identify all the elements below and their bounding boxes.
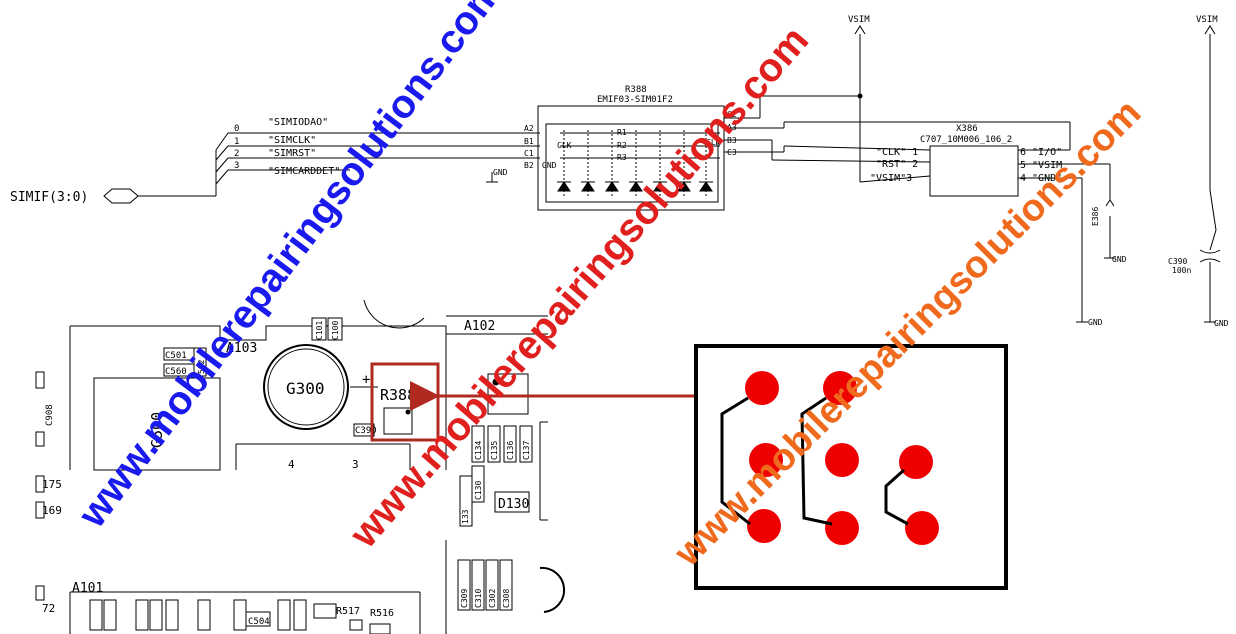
r516-label: R516 — [370, 608, 394, 619]
pad-6 — [747, 509, 781, 543]
x386-pin-4: 4 "GND" — [1020, 173, 1062, 184]
gnd-label-left: GND — [493, 168, 508, 177]
a103-label: A103 — [226, 341, 257, 356]
d130-label: D130 — [498, 497, 529, 512]
c310-label: C310 — [474, 589, 483, 608]
c308-label: C308 — [502, 589, 511, 608]
c908-label: C908 — [45, 404, 55, 426]
gnd-label-c390: GND — [1214, 319, 1229, 328]
e386-label: E386 — [1091, 207, 1100, 226]
g300-label: G300 — [286, 379, 325, 398]
vsim-label-right: VSIM — [1196, 15, 1218, 25]
pads — [745, 371, 939, 545]
schematic-labels: SIMIF(3:0) 0 1 2 3 "SIMIODAO" "SIMCLK" "… — [10, 15, 1229, 328]
pcb-small-parts — [89, 425, 533, 631]
a102-label: A102 — [464, 319, 495, 334]
r388-pin-c1: C1 — [524, 149, 534, 158]
r388-part: EMIF03-SIM01F2 — [597, 95, 673, 105]
bus-index-2: 2 — [234, 149, 239, 159]
diode-array — [557, 181, 713, 192]
r388-pin-b2: B2 — [524, 161, 534, 170]
pcb-num-4: 4 — [288, 458, 295, 471]
c100-label: C100 — [331, 321, 340, 340]
x386-pin-2: "RST" 2 — [876, 159, 918, 170]
pad-3 — [749, 443, 783, 477]
r388-pcb-label: R388 — [380, 386, 416, 404]
x386-ref: X386 — [956, 124, 978, 134]
r388-ref: R388 — [625, 85, 647, 95]
pad-7 — [825, 511, 859, 545]
c390-value: 100n — [1172, 266, 1191, 275]
bus-index-1: 1 — [234, 137, 239, 147]
c130-label: C130 — [474, 481, 483, 500]
c133-label: 133 — [461, 509, 470, 524]
g500-label: G500 — [148, 412, 166, 448]
g300-outer-ring — [263, 344, 349, 430]
r517-label: R517 — [336, 606, 360, 617]
r388-inner-clk-left: CLK — [557, 141, 572, 150]
net-simiodao: "SIMIODAO" — [268, 117, 328, 128]
schematic — [103, 25, 1221, 323]
x386-pin-3: "VSIM"3 — [870, 173, 912, 184]
x386-pin-5: 5 "VSIM — [1020, 160, 1062, 171]
pcb-num-3: 3 — [352, 458, 359, 471]
net-simcarddet: "SIMCARDDET" — [268, 166, 340, 177]
r388-pin-b3: B3 — [727, 136, 737, 145]
c302-label: C302 — [488, 589, 497, 608]
x386-chip — [929, 145, 1019, 197]
x386-pin-6: 6 "I/O" — [1020, 147, 1062, 158]
c137-label: C137 — [522, 441, 531, 460]
c502-label: 502 — [197, 359, 206, 374]
r388-zoom-view — [694, 344, 1008, 590]
gnd-label-x386: GND — [1088, 318, 1103, 327]
r388-inner-r3: R3 — [617, 153, 627, 162]
bus-connector-symbol — [103, 188, 139, 204]
r388-pin-c2: C2 — [727, 110, 737, 119]
r388-pin-c3: C3 — [727, 148, 737, 157]
r388-pin-gnd: GND — [542, 161, 557, 170]
gnd-label-e386: GND — [1112, 255, 1127, 264]
c390-pcb-label: C390 — [355, 426, 377, 436]
vsim-label-left: VSIM — [848, 15, 870, 25]
x386-part: C707_10M006_106_2 — [920, 135, 1012, 145]
c560-label: C560 — [165, 367, 187, 377]
pcb-labels: A103 A102 A101 G300 G500 R388 C501 C560 … — [42, 319, 531, 627]
r388-inner-r1: R1 — [617, 128, 627, 137]
bus-label: SIMIF(3:0) — [10, 190, 88, 205]
c136-label: C136 — [506, 441, 515, 460]
c134-label: C134 — [474, 441, 483, 460]
c309-label: C309 — [460, 589, 469, 608]
net-simclk: "SIMCLK" — [268, 135, 316, 146]
c501-label: C501 — [165, 351, 187, 361]
c72-label: 72 — [42, 602, 55, 615]
plus-label: + — [362, 372, 370, 388]
pad-5 — [899, 445, 933, 479]
pad-traces — [720, 396, 909, 526]
pad-1 — [745, 371, 779, 405]
r388-inner-r2: R2 — [617, 141, 627, 150]
a101-label: A101 — [72, 581, 103, 596]
x386-pin-1: "CLK" 1 — [876, 147, 918, 158]
net-simrst: "SIMRST" — [268, 148, 316, 159]
c169-label: 169 — [42, 504, 62, 517]
r388-pin-a3: A3 — [727, 123, 737, 132]
c504-label: C504 — [248, 617, 270, 627]
c175-label: 175 — [42, 478, 62, 491]
r388-chip — [537, 105, 725, 211]
c135-label: C135 — [490, 441, 499, 460]
pad-8 — [905, 511, 939, 545]
r388-pin-b1: B1 — [524, 137, 534, 146]
bus-index-0: 0 — [234, 124, 239, 134]
pcb-layout — [35, 299, 566, 634]
c101-label: C101 — [315, 321, 324, 340]
c390-ref: C390 — [1168, 257, 1187, 266]
pad-4 — [825, 443, 859, 477]
pad-2 — [823, 371, 857, 405]
bus-index-3: 3 — [234, 161, 239, 171]
r388-inner-clk-right: CLK — [706, 138, 721, 147]
r388-pin-a2: A2 — [524, 124, 534, 133]
